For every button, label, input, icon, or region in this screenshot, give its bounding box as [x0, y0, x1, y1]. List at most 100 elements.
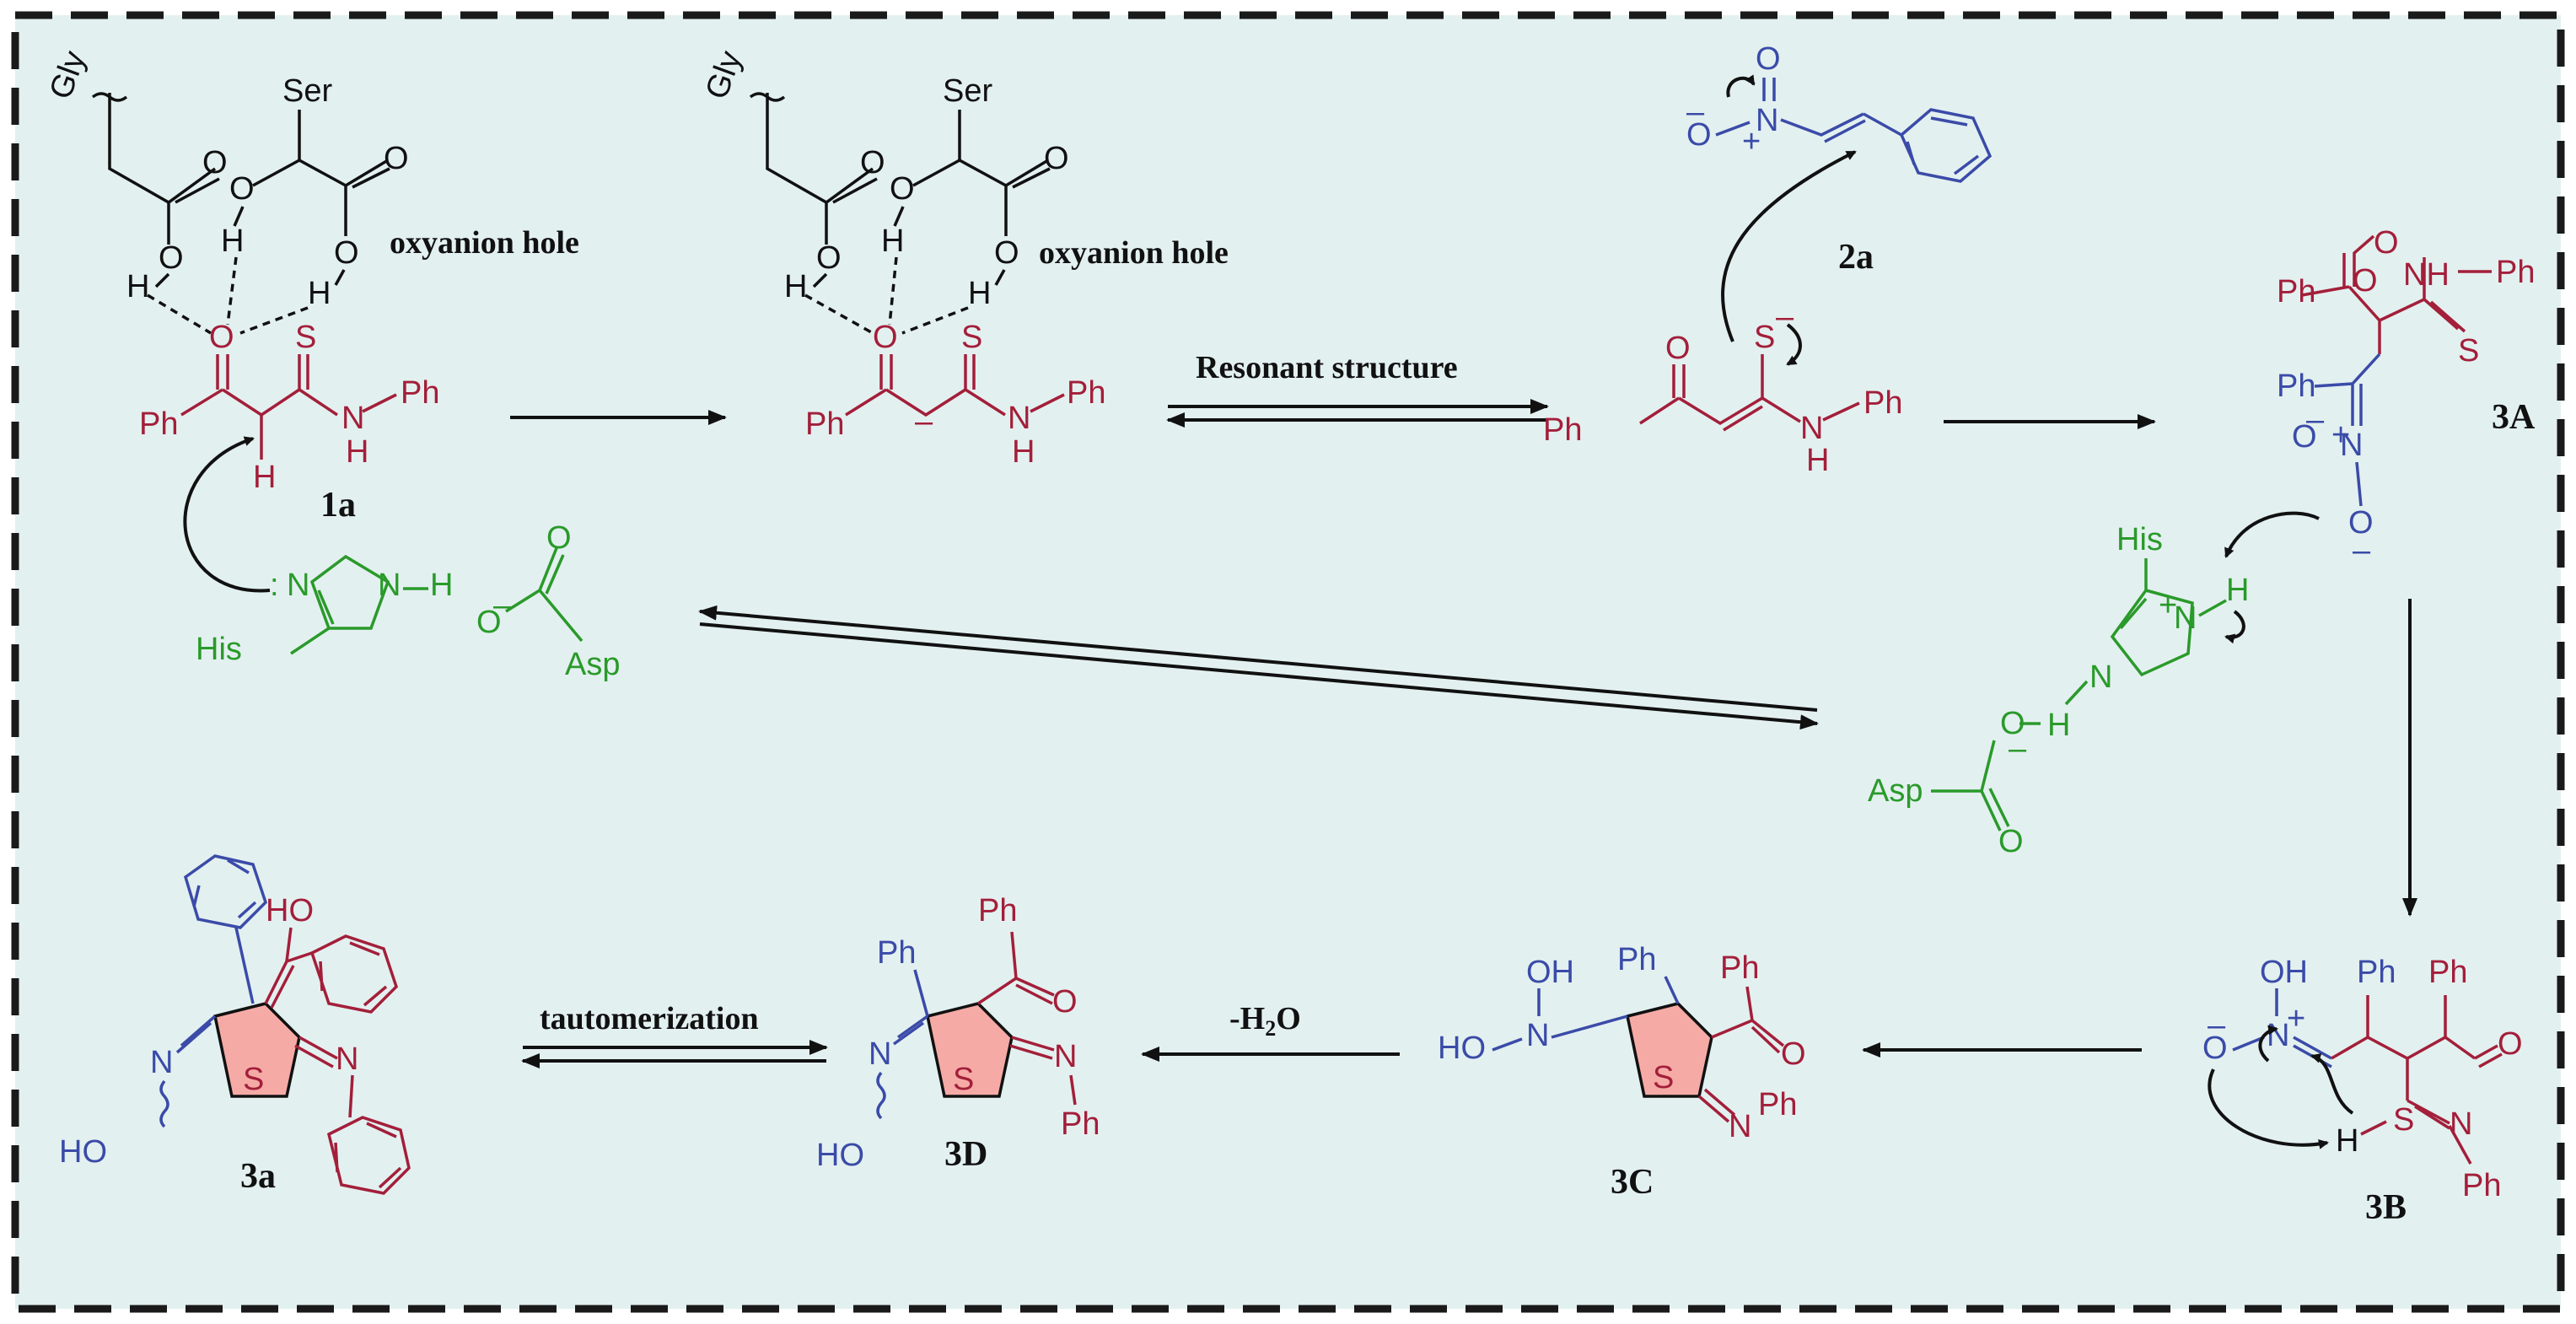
- asp-o-right: O: [2000, 706, 2025, 741]
- 3D-ho: HO: [816, 1138, 864, 1173]
- 3A-carbonyl-o: O: [2374, 225, 2399, 261]
- 3B-n: N: [2267, 1018, 2289, 1053]
- 3A-hn: NH: [2403, 257, 2450, 293]
- equilibrium-arrow-top: [698, 605, 1818, 712]
- 1a-nh: N: [341, 401, 364, 436]
- thiolate-ph-right: Ph: [1863, 385, 1902, 421]
- thiolate-n: N: [1800, 411, 1823, 446]
- 3B-o-right: O: [2498, 1026, 2523, 1062]
- 3C-s: S: [1653, 1060, 1674, 1095]
- his-n-plus-right: N: [2174, 600, 2197, 636]
- 2a-o-minus: O: [1686, 117, 1712, 153]
- 3C-ph-bottom: Ph: [1758, 1087, 1797, 1122]
- his-nh-h: H: [2047, 708, 2070, 743]
- 1a-alpha-h: H: [253, 460, 276, 495]
- 3D-s: S: [953, 1062, 974, 1097]
- structure-3A: O O Ph NH Ph S Ph N + O – O – 3A: [2277, 225, 2536, 568]
- 1a-s: S: [295, 320, 316, 355]
- 1a-ph-right: Ph: [401, 375, 439, 411]
- 3B-ph-bottom: Ph: [2462, 1168, 2501, 1203]
- his-lone-pair: :: [270, 568, 279, 603]
- ser-o: O: [229, 171, 255, 207]
- 2a-o-top: O: [1756, 41, 1781, 77]
- gly2-o: O: [816, 240, 842, 276]
- gly-o-hydroxyl: O: [159, 240, 184, 276]
- thiolate-resonance-form: O S – N H Ph Ph: [1543, 150, 1902, 478]
- asp-label-left: Asp: [565, 647, 620, 682]
- int-ph-left: Ph: [805, 406, 844, 442]
- asp-charge: –: [493, 588, 512, 623]
- ser2-oh-o: O: [994, 235, 1019, 271]
- 3C-ho: HO: [1438, 1031, 1486, 1066]
- dashed-border: [11, 11, 2565, 1313]
- his-n1: N: [287, 568, 309, 603]
- 3A-s: S: [2458, 333, 2479, 369]
- ser-carbonyl-o: O: [384, 141, 409, 176]
- label-3C: 3C: [1611, 1163, 1654, 1202]
- 3C-o: O: [1781, 1036, 1806, 1072]
- structure-3C: OH N HO Ph Ph O S N Ph 3C: [1438, 942, 1806, 1202]
- 3a-n-right: N: [336, 1041, 358, 1077]
- 3B-o-minus: O: [2202, 1031, 2228, 1066]
- int-s: S: [961, 320, 982, 355]
- 3C-n: N: [1526, 1018, 1549, 1053]
- 3B-s-h: H: [2336, 1123, 2358, 1159]
- 3D-ph-bottom: Ph: [1061, 1106, 1100, 1142]
- his-h-right: H: [2226, 573, 2249, 608]
- his-label-left: His: [196, 632, 242, 667]
- asp-o-charge-right: –: [2009, 731, 2027, 767]
- his-asp-dyad-left: : N N H His O – O Asp: [183, 436, 620, 682]
- structure-3B: OH N + O – Ph Ph O S N Ph H 3B: [2202, 955, 2523, 1227]
- 3A-n: N: [2340, 428, 2363, 463]
- his-n-right: N: [2089, 659, 2112, 695]
- 3C-oh-top: OH: [1526, 955, 1574, 990]
- structure-1a-complex: Gly O O H Ser O O O H H oxyanion hole O …: [43, 46, 579, 525]
- his-label-right: His: [2116, 522, 2163, 557]
- his-h: H: [430, 568, 453, 603]
- thiolate-o: O: [1665, 331, 1691, 366]
- tautomerization-label: tautomerization: [540, 1001, 759, 1036]
- 3C-n-right: N: [1729, 1109, 1751, 1144]
- int-n: N: [1008, 401, 1030, 436]
- 3D-n-left: N: [869, 1036, 891, 1072]
- ser-h2: H: [308, 276, 331, 311]
- 3a-ho-bottom: HO: [59, 1134, 107, 1170]
- 3A-o-minus-bottom: O: [2348, 505, 2374, 541]
- 3C-ph-top: Ph: [1720, 950, 1759, 986]
- label-3A: 3A: [2492, 398, 2536, 437]
- 3A-o-minus-left: O: [2292, 419, 2317, 455]
- label-3a: 3a: [240, 1157, 276, 1196]
- structure-3D: Ph Ph O S N Ph N HO 3D: [816, 893, 1100, 1174]
- asp-o-top: O: [546, 520, 572, 556]
- 3D-n-right: N: [1054, 1039, 1077, 1074]
- 3B-o-charge: –: [2208, 1008, 2226, 1043]
- structure-3a: HO S N N HO 3a: [59, 854, 411, 1196]
- 3B-ph-blue: Ph: [2357, 955, 2396, 990]
- label-3B: 3B: [2365, 1188, 2407, 1227]
- ser-h1: H: [221, 223, 244, 259]
- 3C-ph-blue: Ph: [1617, 942, 1656, 977]
- 1a-n-h: H: [346, 434, 368, 470]
- resonant-structure-label: Resonant structure: [1196, 350, 1458, 385]
- ser2-carbonyl-o: O: [1044, 141, 1069, 176]
- thiolate-n-h: H: [1806, 443, 1829, 478]
- int-ph-right: Ph: [1067, 375, 1105, 411]
- oxyanion-hole-1: oxyanion hole: [390, 225, 579, 261]
- 3a-s: S: [243, 1062, 264, 1097]
- his-asp-dyad-right: His N + H N H O – O Asp: [1868, 511, 2320, 859]
- 3A-ph-right: Ph: [2496, 255, 2535, 290]
- his-plus-right: +: [2159, 588, 2177, 623]
- 3B-n-right: N: [2450, 1106, 2472, 1142]
- 3B-ph-top: Ph: [2428, 955, 2467, 990]
- label-1a: 1a: [320, 486, 356, 525]
- 3D-o: O: [1052, 984, 1078, 1020]
- 3a-o: O: [2353, 263, 2378, 299]
- 2a-n: N: [1756, 103, 1778, 138]
- 3A-o-charge-bottom: –: [2353, 533, 2371, 568]
- asp-o-bottom-right: O: [1998, 824, 2024, 859]
- asp-o-minus: O: [476, 605, 502, 640]
- 3B-n-plus: +: [2287, 1001, 2305, 1036]
- minus-h2o-label: -H2O: [1229, 1001, 1301, 1041]
- oxyanion-hole-2: oxyanion hole: [1039, 235, 1229, 271]
